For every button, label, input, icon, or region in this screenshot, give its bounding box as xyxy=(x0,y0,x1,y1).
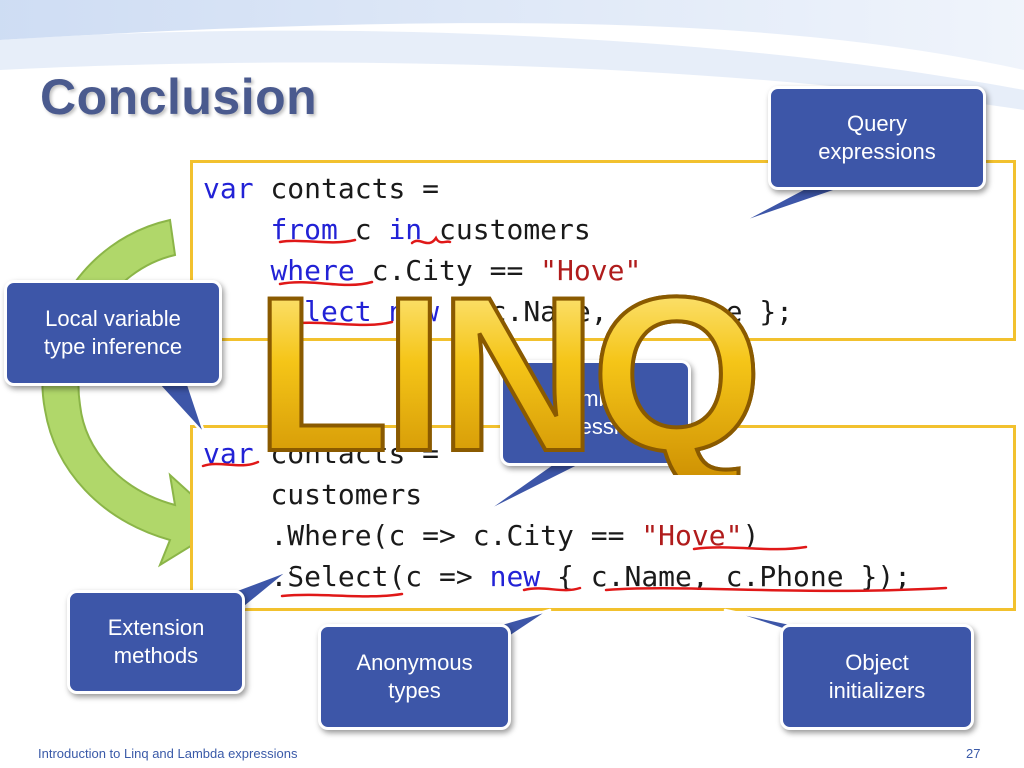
method-code-line-2: customers xyxy=(270,478,423,511)
footer-text: Introduction to Linq and Lambda expressi… xyxy=(38,746,298,761)
string-literal: "Hove" xyxy=(540,254,642,287)
keyword-where: where xyxy=(270,254,355,287)
underline-new xyxy=(522,586,582,592)
underline-hove xyxy=(692,545,808,551)
callout-local-variable: Local variable type inference xyxy=(4,280,222,386)
callout-label: Local variable type inference xyxy=(43,306,183,359)
slide-title: Conclusion xyxy=(40,69,318,125)
page-number: 27 xyxy=(966,746,981,761)
callout-extension-methods: Extension methods xyxy=(67,590,245,694)
callout-label: Extension methods xyxy=(107,615,205,668)
callout-label: Query expressions xyxy=(818,111,936,164)
keyword-new: new xyxy=(388,295,440,328)
query-code-line-1: var contacts = xyxy=(203,172,440,205)
query-code-line-3: where c.City == "Hove" xyxy=(270,254,642,287)
underline-initializer xyxy=(604,586,948,593)
method-code-line-4: .Select(c => new { c.Name, c.Phone }); xyxy=(270,560,912,593)
callout-label: Anonymous types xyxy=(356,650,473,703)
query-syntax-code-box xyxy=(190,160,1016,341)
callout-label: Object initializers xyxy=(828,650,926,703)
callout-object-initializers: Object initializers xyxy=(780,624,974,730)
underline-var xyxy=(201,460,260,468)
underline-select-method xyxy=(280,592,404,598)
underline-where xyxy=(278,280,374,287)
underline-in xyxy=(410,235,452,245)
keyword-var: var xyxy=(203,172,254,205)
callout-query-expressions: Query expressions xyxy=(768,86,986,190)
underline-select xyxy=(278,320,394,327)
underline-from xyxy=(278,238,357,244)
callout-lambda-expressions: Lambda expressions xyxy=(500,360,691,466)
method-code-line-3: .Where(c => c.City == "Hove") xyxy=(270,519,760,552)
callout-anonymous-types: Anonymous types xyxy=(318,624,511,730)
callout-label: Lambda expressions xyxy=(536,386,655,439)
query-code-line-4: select new { c.Name, c.Phone }; xyxy=(270,295,794,328)
query-code-line-2: from c in customers xyxy=(270,213,591,246)
keyword-new: new xyxy=(489,560,541,593)
